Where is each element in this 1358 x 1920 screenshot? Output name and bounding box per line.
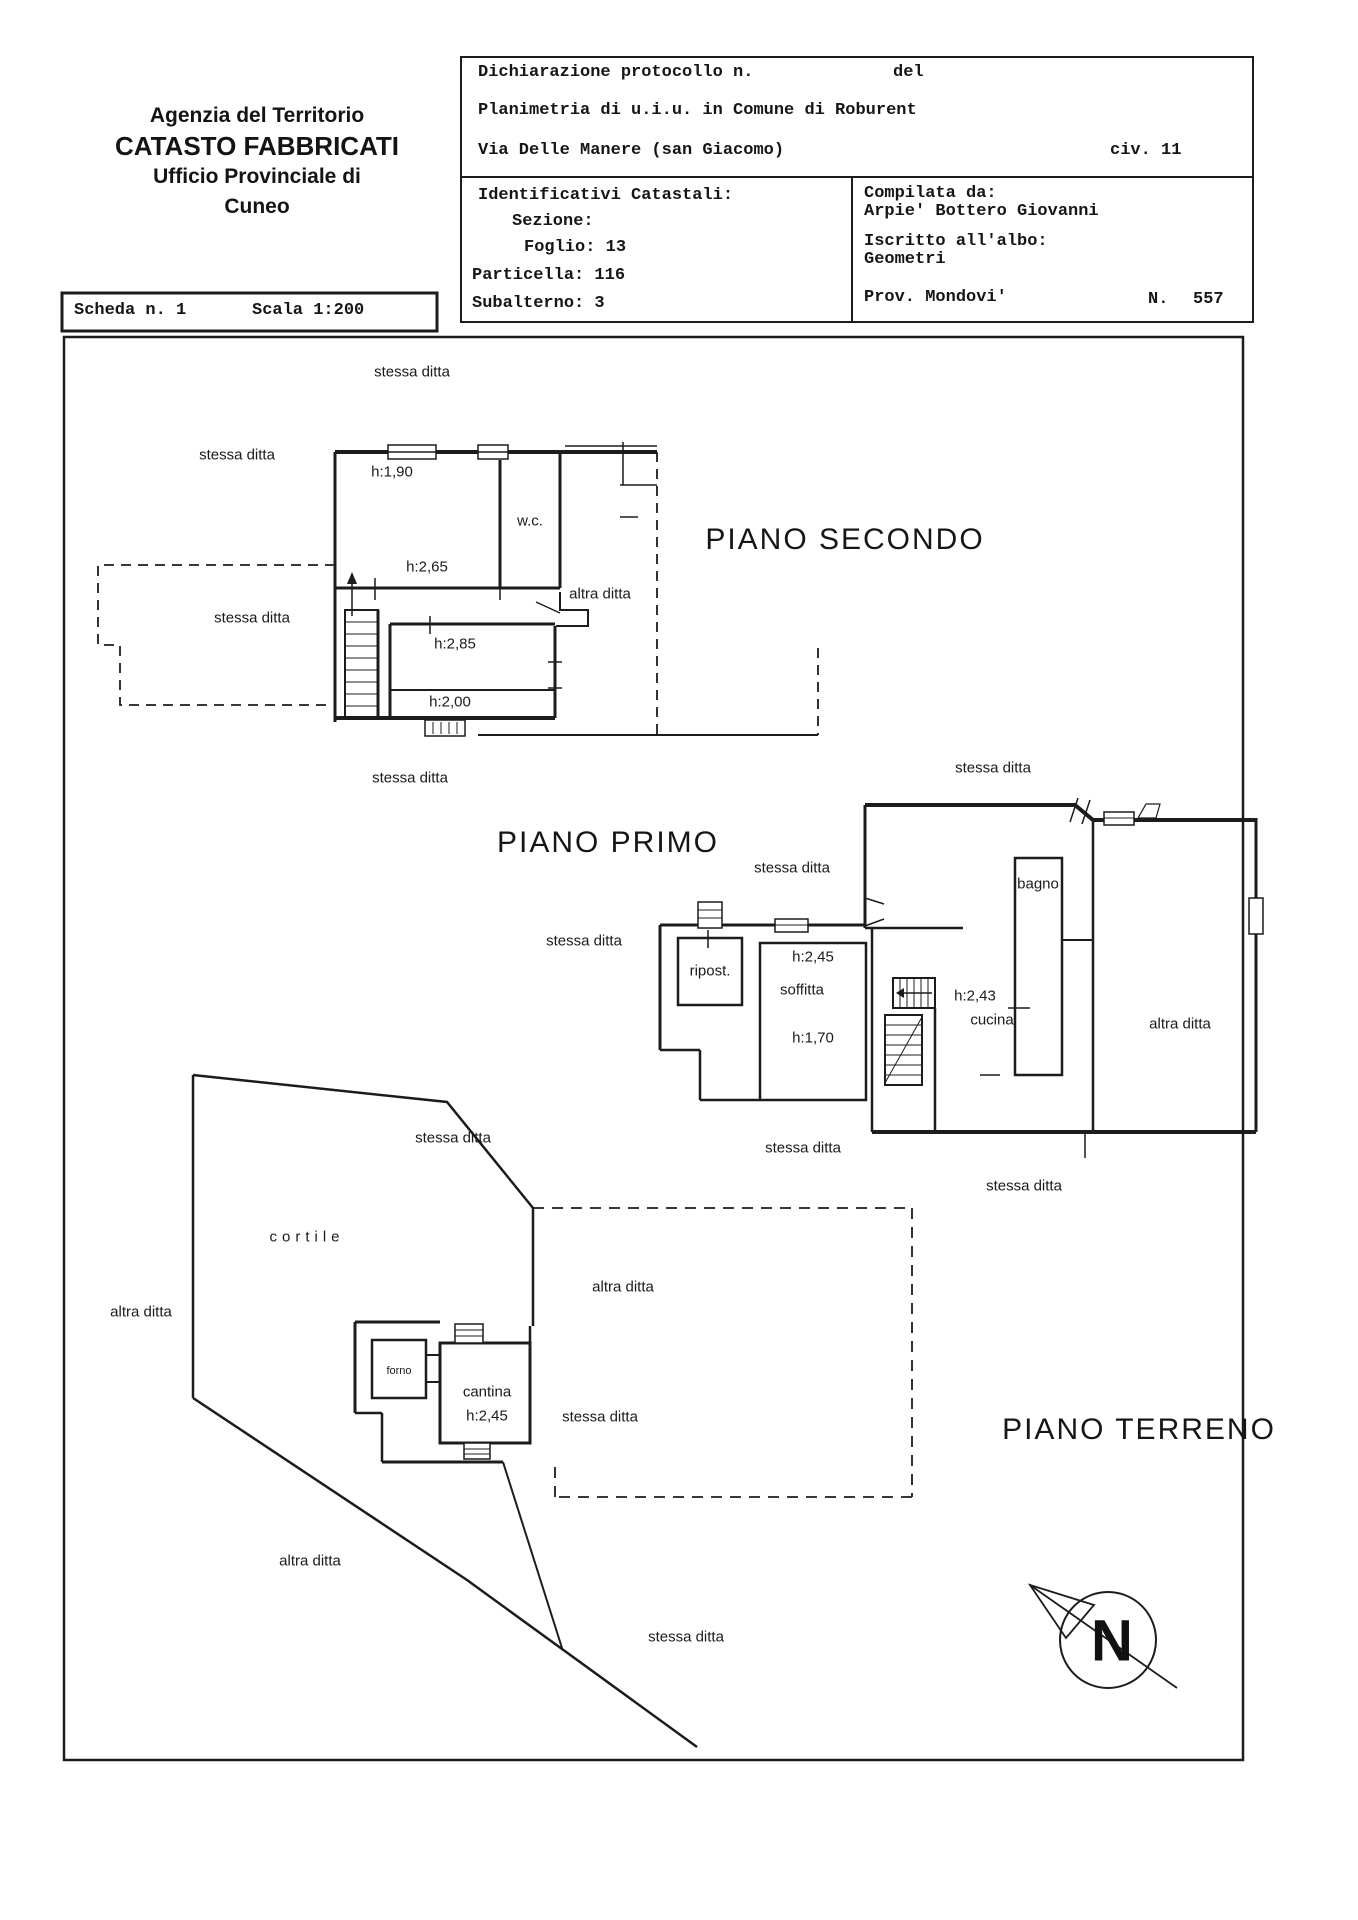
stair-treads (698, 817, 1134, 1084)
piano-primo-title: PIANO PRIMO (496, 826, 720, 859)
del-label: del (893, 63, 924, 82)
label-wc-room: w.c. (517, 512, 543, 530)
label-altra-ditta: altra ditta (1149, 1015, 1211, 1033)
wall-lines-light (426, 1354, 563, 1649)
register-value: Geometri (864, 250, 946, 269)
chimney-hatch (455, 1329, 490, 1455)
label-cucina-room: cucina (970, 1011, 1014, 1029)
label-cantina-room: cantina (462, 1383, 512, 1401)
label-altra-ditta: altra ditta (110, 1303, 172, 1321)
label-stessa-ditta: stessa ditta (955, 759, 1031, 777)
wall-lines-heavy (865, 803, 1256, 1134)
courtyard-boundary (191, 1073, 698, 1749)
label-stessa-ditta: stessa ditta (648, 1628, 724, 1646)
label-stessa-ditta: stessa ditta (986, 1177, 1062, 1195)
label-stessa-ditta: stessa ditta (562, 1408, 638, 1426)
detail-lines (707, 797, 1091, 1158)
wall-lines (658, 805, 1258, 1132)
label-room-height: h:2,45 (792, 948, 834, 966)
window (1248, 897, 1264, 935)
label-soffitta-room: soffitta (780, 981, 824, 999)
chimney-hatch (432, 722, 458, 734)
label-altra-ditta: altra ditta (569, 585, 631, 603)
street-address: Via Delle Manere (san Giacomo) (478, 141, 785, 160)
planimetria-line: Planimetria di u.i.u. in Comune di Robur… (478, 101, 917, 120)
register-label: Iscritto all'albo: (864, 232, 1048, 251)
label-room-height: h:2,85 (434, 635, 476, 653)
piano-terreno-plan (191, 1073, 913, 1749)
chimney (424, 719, 466, 737)
wall-lines (353, 1320, 532, 1464)
label-room-height: h:2,45 (466, 1407, 508, 1425)
label-stessa-ditta: stessa ditta (754, 859, 830, 877)
label-stessa-ditta: stessa ditta (214, 609, 290, 627)
province-field: Prov. Mondovi' (864, 288, 1007, 307)
label-bagno-room: bagno (1017, 875, 1059, 893)
property-boundary-dashed (533, 1207, 913, 1498)
particella-field: Particella: 116 (472, 266, 626, 285)
subalterno-field: Subalterno: 3 (472, 294, 605, 313)
wall-lines-mid (660, 820, 1095, 1132)
catasto-title: CATASTO FABBRICATI (114, 131, 400, 161)
label-cortile: cortile (269, 1228, 345, 1246)
label-altra-ditta: altra ditta (592, 1278, 654, 1296)
office-line: Ufficio Provinciale di (153, 165, 361, 188)
label-stessa-ditta: stessa ditta (372, 769, 448, 787)
agency-name: Agenzia del Territorio (149, 104, 365, 127)
detail-lines (351, 442, 657, 689)
scheda-box-border (60, 291, 439, 333)
label-room-height: h:2,43 (954, 987, 996, 1005)
label-forno-room: forno (386, 1365, 412, 1377)
foglio-field: Foglio: 13 (524, 238, 627, 257)
stair-treads (345, 621, 378, 707)
compass-arrow (1027, 1583, 1096, 1640)
label-stessa-ditta: stessa ditta (765, 1139, 841, 1157)
compass-circle (1059, 1591, 1157, 1689)
label-room-height: h:2,65 (406, 558, 448, 576)
protocol-table-frame (460, 56, 1254, 323)
civic-number: civ. 11 (1110, 141, 1182, 160)
sezione-field: Sezione: (512, 212, 594, 231)
label-room-height: h:1,90 (371, 463, 413, 481)
piano-primo-plan (658, 797, 1264, 1158)
label-stessa-ditta: stessa ditta (199, 446, 275, 464)
piano-secondo-title: PIANO SECONDO (705, 523, 985, 556)
label-room-height: h:2,00 (429, 693, 471, 711)
declaration-protocol-label: Dichiarazione protocollo n. (478, 63, 754, 82)
sheet-number: Scheda n. 1 (74, 301, 187, 320)
table-border (460, 56, 1254, 323)
chimney (463, 1442, 491, 1460)
compass-north-icon (1027, 1583, 1178, 1689)
property-boundary-dashed (97, 452, 819, 735)
chimney (697, 901, 723, 929)
page-border (62, 335, 1245, 1762)
label-ripostiglio-room: ripost. (689, 962, 731, 980)
compass-north-letter: N (1091, 1608, 1133, 1674)
wall-lines (333, 452, 562, 722)
label-stessa-ditta: stessa ditta (415, 1129, 491, 1147)
window-splay (1136, 803, 1161, 819)
stair-arrow-icon (347, 572, 357, 584)
register-number-label: N. (1148, 290, 1169, 309)
table-divider-lines (461, 176, 1253, 322)
label-room-height: h:1,70 (792, 1029, 834, 1047)
scale-value: Scala 1:200 (252, 301, 365, 320)
register-number-value: 557 (1193, 290, 1224, 309)
label-altra-ditta: altra ditta (279, 1552, 341, 1570)
compass-needle-line (1029, 1584, 1178, 1689)
compiled-by-name: Arpie' Bottero Giovanni (864, 202, 1099, 221)
label-stessa-ditta: stessa ditta (374, 363, 450, 381)
piano-secondo-plan (97, 442, 819, 737)
cadastral-ids-title: Identificativi Catastali: (478, 186, 734, 205)
piano-terreno-title: PIANO TERRENO (1002, 1413, 1276, 1446)
stair-arrow-icon (896, 988, 904, 998)
chimney (454, 1323, 484, 1344)
label-stessa-ditta: stessa ditta (546, 932, 622, 950)
office-city: Cuneo (224, 195, 290, 218)
compiled-by-label: Compilata da: (864, 184, 997, 203)
